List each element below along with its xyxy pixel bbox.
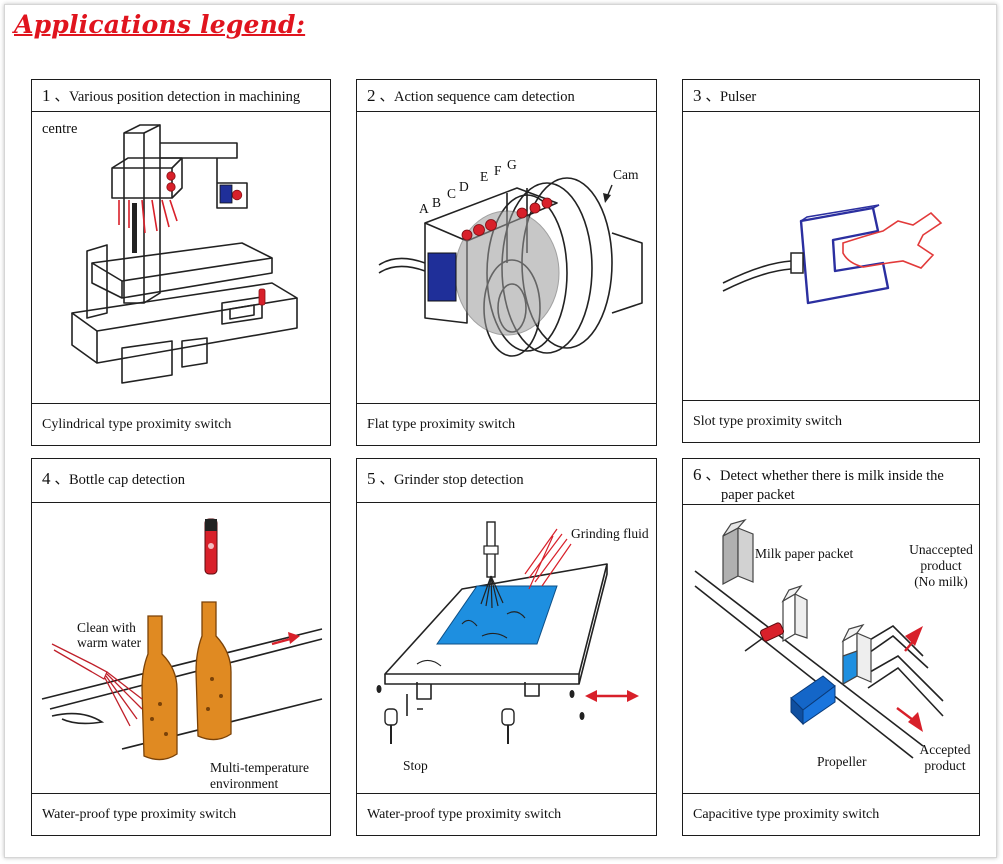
panel-1-footer: Cylindrical type proximity switch [32,403,330,445]
unaccepted-label-line-1: Unaccepted [909,542,973,557]
cam-letter-b: B [432,195,441,210]
panel-6-milk-packet: 6、Detect whether there is milk inside th… [682,458,980,836]
pulser-illustration [722,204,943,305]
panel-6-title-line-2: paper packet [721,487,795,503]
panel-2-header: 2、Action sequence cam detection [357,80,656,112]
panel-3-title: Pulser [720,89,757,105]
panel-6-separator: 、 [705,468,721,484]
panel-6-title-row-2: paper packet [693,486,969,505]
cam-letter-g: G [507,157,517,172]
panel-3-number: 3 [693,86,702,105]
milk-packet-illustration: Milk paper packet Unaccepted product (No… [694,518,973,773]
panel-6-title-line-1: Detect whether there is milk inside the [720,468,944,484]
panel-1-number: 1 [42,86,51,105]
panel-2-footer: Flat type proximity switch [357,403,656,445]
panel-2-separator: 、 [379,89,395,105]
machining-centre-illustration [71,124,298,384]
cam-letter-d: D [459,179,469,194]
panel-2-title: Action sequence cam detection [394,89,575,105]
cam-letter-e: E [480,169,488,184]
panel-4-header: 4、Bottle cap detection [32,459,330,503]
cam-detection-illustration: Cam A B C D E F G [378,157,643,357]
panel-1-header: 1、Various position detection in machinin… [32,80,330,137]
accepted-label-line-1: Accepted [920,742,971,757]
panel-4-footer: Water-proof type proximity switch [32,793,330,835]
panel-5-header: 5、Grinder stop detection [357,459,656,503]
environment-label-line-1: Multi-temperature [210,760,309,775]
panel-3-separator: 、 [705,89,721,105]
panel-3-pulser: 3、Pulser Slot type proximity switch [682,79,980,443]
cam-letter-a: A [419,201,429,216]
grinder-illustration: Grinding fluid Stop [376,521,649,773]
panel-5-number: 5 [367,469,376,488]
panel-4-bottle-cap: 4、Bottle cap detection Cle [31,458,331,836]
panel-2-number: 2 [367,86,376,105]
clean-label-line-2: warm water [77,635,142,650]
cam-label: Cam [613,167,639,182]
panel-4-title: Bottle cap detection [69,472,185,488]
panel-5-grinder-stop: 5、Grinder stop detection [356,458,657,836]
stop-label: Stop [403,758,428,773]
environment-label-line-2: environment [210,776,278,791]
panel-6-header: 6、Detect whether there is milk inside th… [683,459,979,505]
panel-6-title-row-1: 6、Detect whether there is milk inside th… [693,465,969,486]
unaccepted-label-line-3: (No milk) [914,574,968,589]
grinding-fluid-label: Grinding fluid [571,526,649,541]
panel-3-footer: Slot type proximity switch [683,400,979,442]
milk-packet-label: Milk paper packet [755,546,853,561]
unaccepted-label-line-2: product [920,558,961,573]
cam-letter-c: C [447,186,456,201]
propeller-label: Propeller [817,754,867,769]
panel-1-separator: 、 [54,89,70,105]
panel-5-separator: 、 [379,472,395,488]
panel-3-header: 3、Pulser [683,80,979,112]
bottle-cap-illustration: Clean with warm water Multi-temperature … [41,518,323,791]
panel-2-cam-detection: 2、Action sequence cam detection [356,79,657,446]
cam-letter-f: F [494,163,502,178]
clean-label-line-1: Clean with [77,620,136,635]
panel-5-footer: Water-proof type proximity switch [357,793,656,835]
panel-5-title: Grinder stop detection [394,472,524,488]
panel-1-machining-centre: 1、Various position detection in machinin… [31,79,331,446]
panel-4-number: 4 [42,469,51,488]
panel-6-footer: Capacitive type proximity switch [683,793,979,835]
panel-6-number: 6 [693,465,702,484]
panel-1-title: Various position detection in machining … [42,89,301,137]
panel-4-separator: 、 [54,472,70,488]
page-title: Applications legend: [14,10,306,39]
accepted-label-line-2: product [924,758,965,773]
